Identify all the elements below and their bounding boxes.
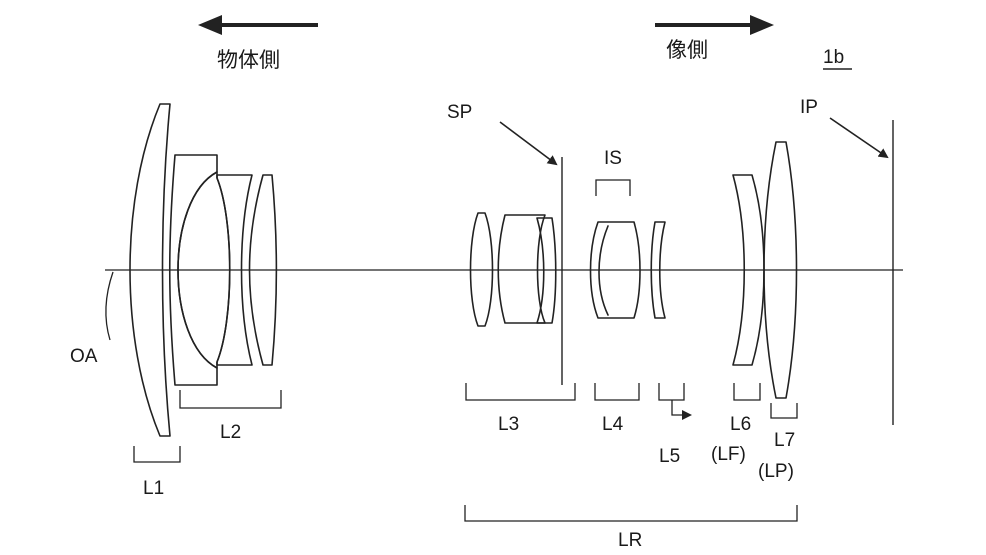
- bracket-L4: [595, 383, 639, 400]
- image-side-label: 像側: [666, 38, 708, 62]
- oa-leader: [106, 272, 113, 340]
- sp-arrow: [500, 122, 556, 164]
- bracket-L2: [180, 390, 281, 408]
- sublabel-L6: (LF): [711, 444, 746, 465]
- bracket-L5: [659, 383, 684, 400]
- label-L5: L5: [659, 446, 680, 467]
- object-side-arrowhead: [198, 15, 222, 35]
- label-L2: L2: [220, 422, 241, 443]
- oa-label: OA: [70, 346, 98, 367]
- bracket-LR: [465, 505, 797, 521]
- ip-label: IP: [800, 97, 818, 118]
- bracket-L7: [771, 403, 797, 418]
- bracket-L1: [134, 446, 180, 462]
- figure-id: 1b: [823, 47, 844, 68]
- is-bracket: [596, 180, 630, 196]
- bracket-L6: [734, 383, 760, 400]
- label-L7: L7: [774, 430, 795, 451]
- label-LR: LR: [618, 530, 642, 551]
- label-L3: L3: [498, 414, 519, 435]
- image-side-arrowhead: [750, 15, 774, 35]
- bracket-L3: [466, 383, 575, 400]
- sublabel-L7: (LP): [758, 461, 794, 482]
- label-L4: L4: [602, 414, 624, 435]
- sp-label: SP: [447, 102, 472, 123]
- l5-arrow: [672, 400, 690, 415]
- label-L1: L1: [143, 478, 164, 499]
- is-label: IS: [604, 148, 622, 169]
- object-side-label: 物体側: [217, 48, 280, 72]
- lens-L3b: [498, 215, 545, 323]
- label-L6: L6: [730, 414, 751, 435]
- ip-arrow: [830, 118, 887, 157]
